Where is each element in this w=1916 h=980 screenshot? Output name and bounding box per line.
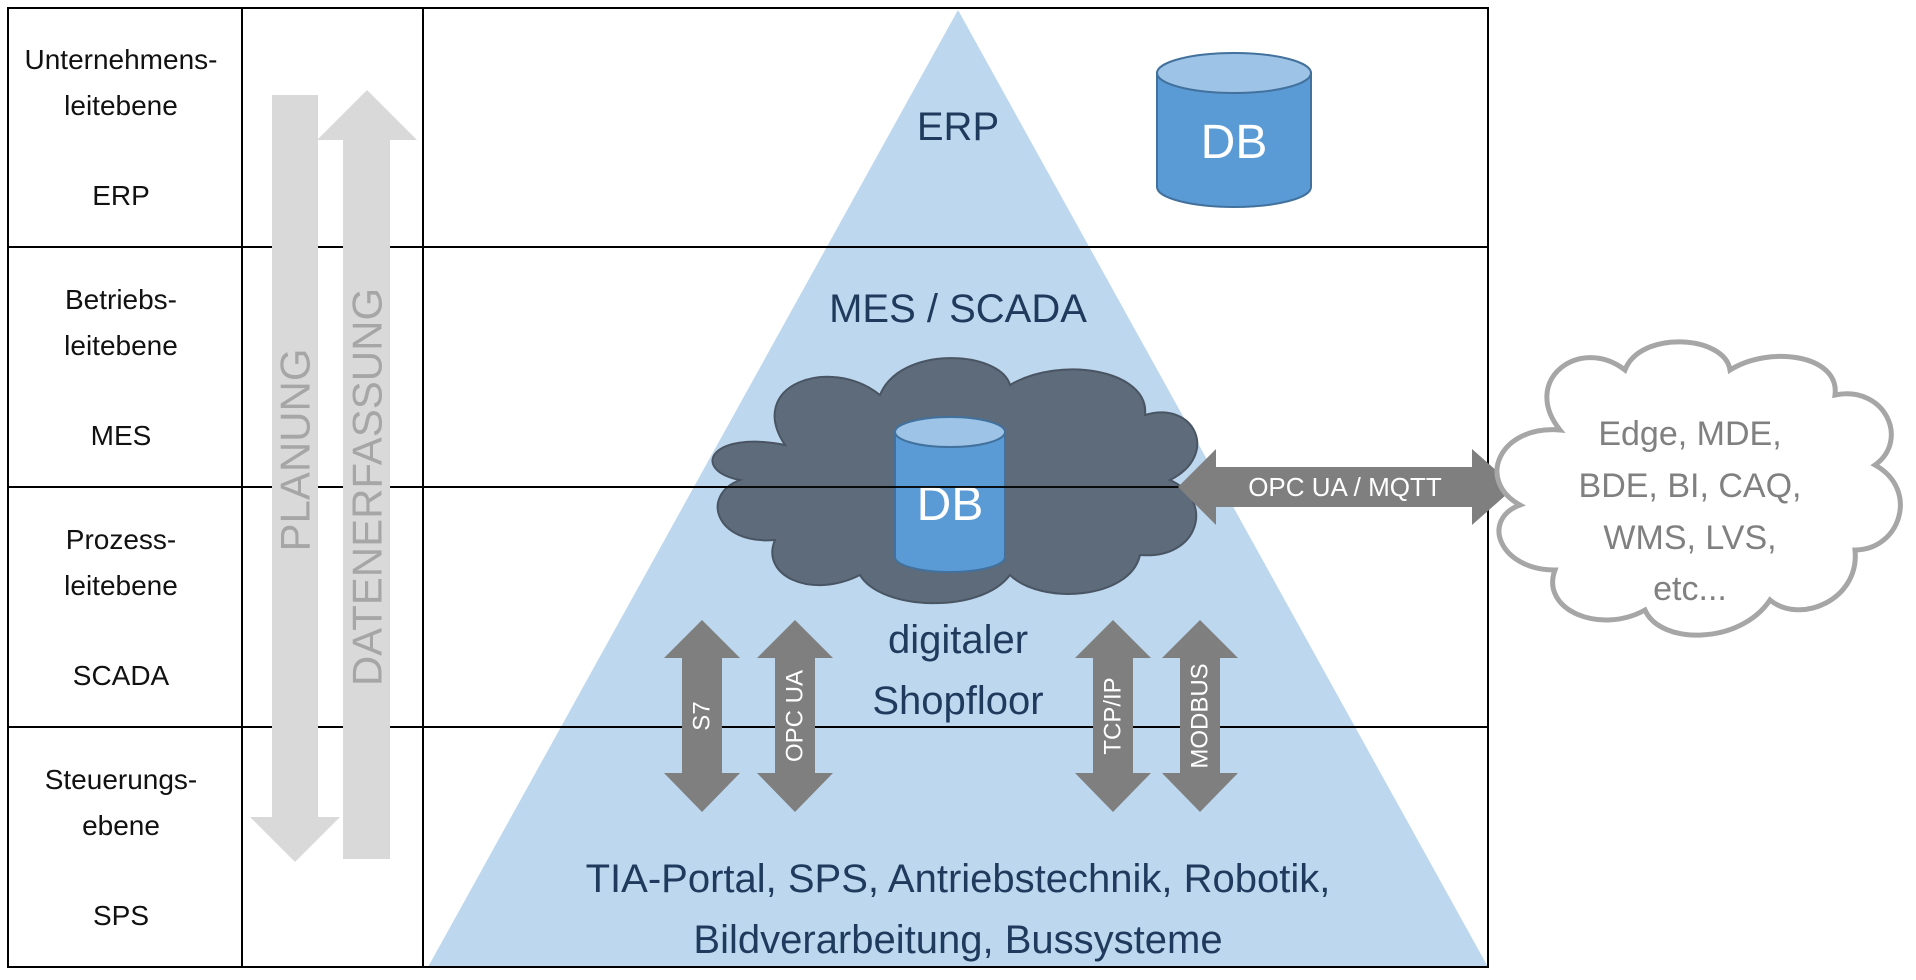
- shopfloor-label-line1: digitaler: [888, 618, 1028, 662]
- external-systems-line1: Edge, MDE,: [1598, 415, 1781, 453]
- level-erp-line2: leitebene: [64, 90, 178, 121]
- datenerfassung-arrow: [317, 90, 417, 859]
- level-scada-line2: leitebene: [64, 570, 178, 601]
- erp-database-label: DB: [1201, 116, 1268, 169]
- level-mes-line1: Betriebs-: [64, 284, 178, 315]
- modbus-arrow: [1162, 620, 1238, 812]
- planung-arrow: [250, 95, 340, 862]
- modbus-label: MODBUS: [1187, 663, 1214, 768]
- opc-ua-mqtt-label: OPC UA / MQTT: [1248, 472, 1442, 502]
- pyramid-bottom-line2: Bildverarbeitung, Bussysteme: [693, 918, 1222, 962]
- erp-database-icon: [1156, 52, 1312, 208]
- level-sps-line2: ebene: [82, 810, 160, 841]
- level-erp-abbr: ERP: [92, 180, 150, 211]
- opc-ua-mqtt-arrow: [1178, 449, 1515, 525]
- external-systems-line4: etc...: [1653, 570, 1727, 608]
- pyramid-mes-scada-label: MES / SCADA: [829, 287, 1087, 331]
- level-scada-abbr: SCADA: [72, 660, 170, 691]
- opc-ua-arrow: [757, 620, 833, 812]
- pyramid-erp-label: ERP: [917, 105, 999, 149]
- tcp-ip-label: TCP/IP: [1100, 677, 1127, 754]
- planung-label: PLANUNG: [272, 348, 319, 551]
- opc-ua-label: OPC UA: [782, 670, 809, 762]
- external-systems-cloud-icon: [1494, 339, 1903, 638]
- level-sps-abbr: SPS: [92, 900, 150, 931]
- datenerfassung-label: DATENERFASSUNG: [344, 288, 391, 686]
- level-mes-line2: leitebene: [64, 330, 178, 361]
- level-scada-cell: Prozess- leitebene SCADA: [0, 517, 242, 699]
- level-mes-cell: Betriebs- leitebene MES: [0, 277, 242, 459]
- level-erp-line1: Unternehmens-: [24, 44, 218, 75]
- external-systems-line2: BDE, BI, CAQ,: [1579, 467, 1802, 505]
- level-sps-cell: Steuerungs- ebene SPS: [0, 757, 242, 939]
- external-systems-line3: WMS, LVS,: [1603, 519, 1776, 557]
- level-erp-cell: Unternehmens- leitebene ERP: [0, 37, 242, 219]
- cloud-database-label: DB: [917, 478, 984, 531]
- level-sps-line1: Steuerungs-: [44, 764, 198, 795]
- pyramid-bottom-line1: TIA-Portal, SPS, Antriebstechnik, Roboti…: [586, 857, 1331, 901]
- protocol-arrows: [664, 620, 1238, 812]
- level-scada-line1: Prozess-: [65, 524, 177, 555]
- tcp-ip-arrow: [1075, 620, 1151, 812]
- cloud-database-icon: [894, 416, 1006, 573]
- level-mes-abbr: MES: [90, 420, 152, 451]
- s7-label: S7: [689, 701, 716, 730]
- shopfloor-label-line2: Shopfloor: [872, 679, 1043, 723]
- s7-arrow: [664, 620, 740, 812]
